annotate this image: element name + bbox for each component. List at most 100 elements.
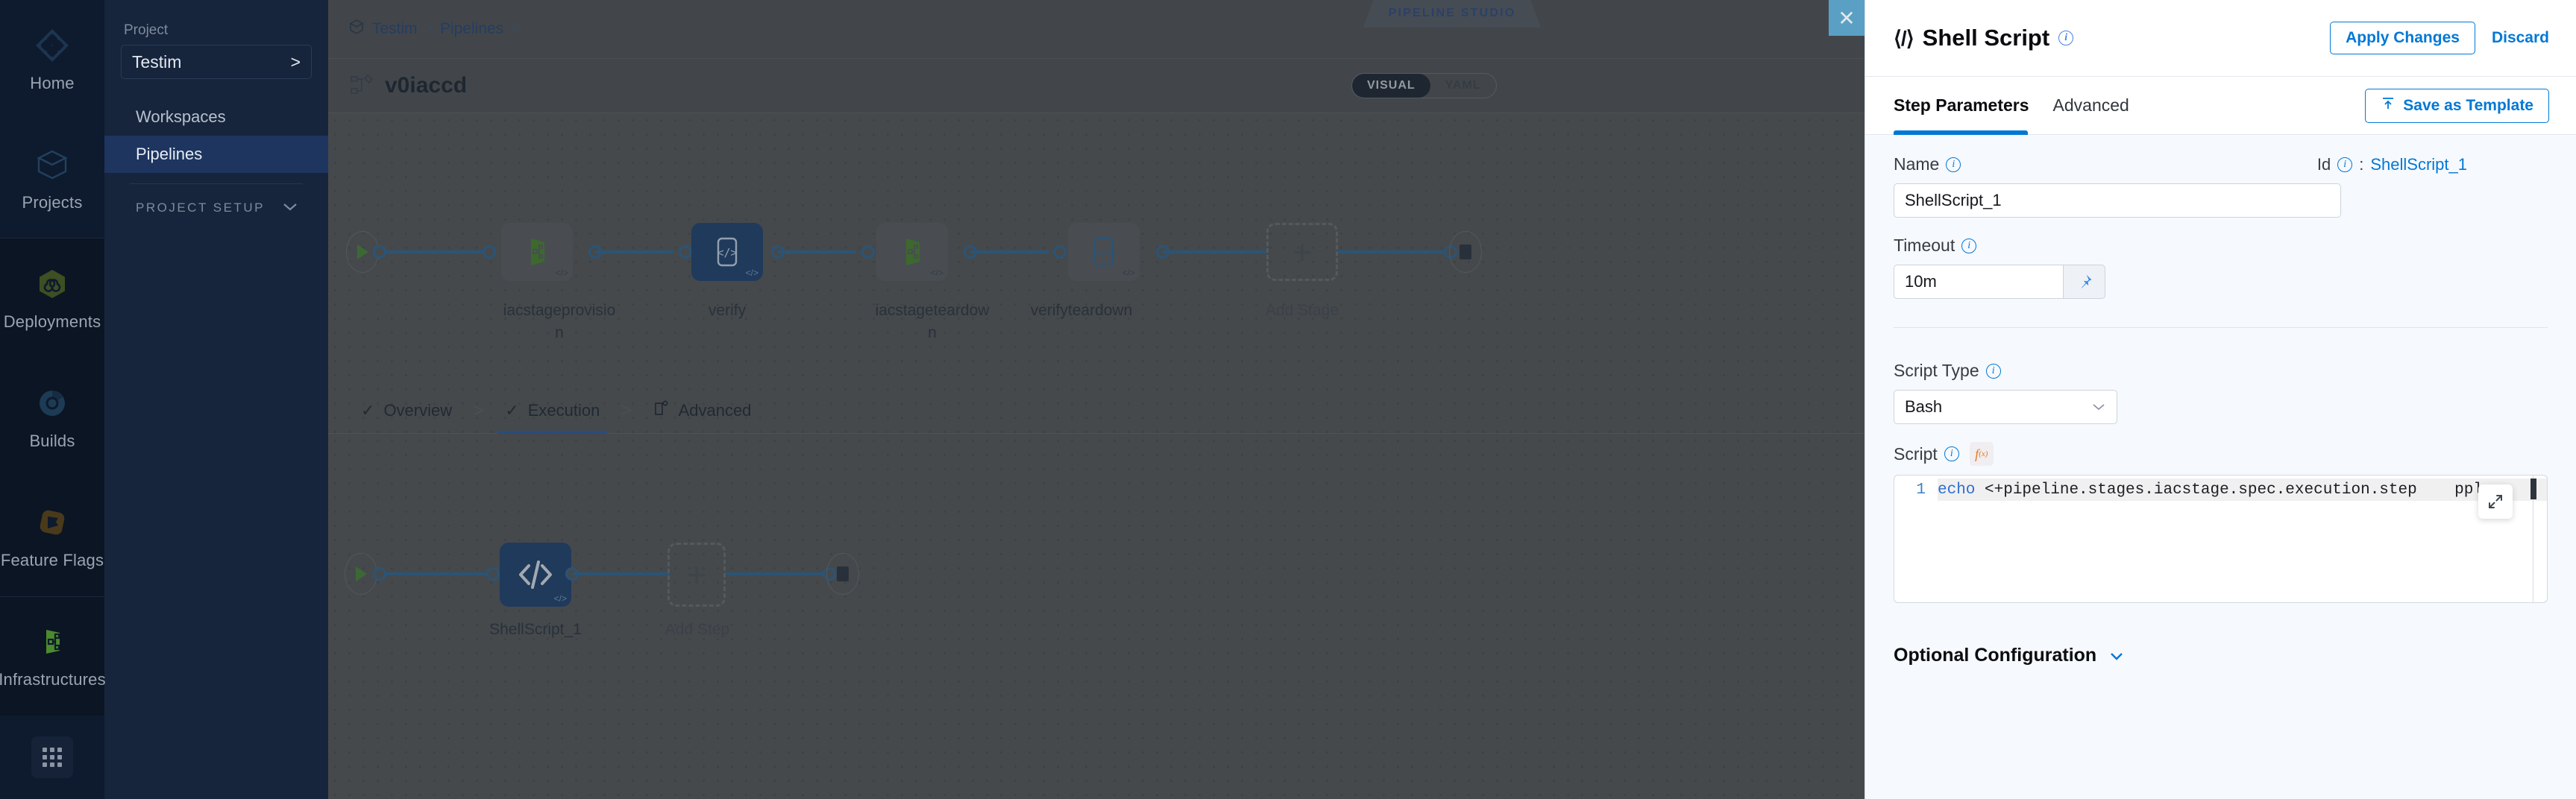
stage-node-iacstageprovision[interactable]: </> xyxy=(501,223,573,281)
pencil-icon[interactable] xyxy=(480,78,497,94)
step-end-node xyxy=(826,553,859,595)
expand-fullscreen-icon[interactable] xyxy=(2478,484,2513,519)
tab-separator-icon: > xyxy=(473,399,485,421)
info-icon-timeout[interactable]: i xyxy=(1961,238,1977,253)
sidebar-divider xyxy=(130,183,303,184)
pipeline-title-bar: v0iaccd VISUAL YAML xyxy=(328,58,2576,113)
rail-item-deployments[interactable]: Deployments xyxy=(0,239,104,359)
step-connector-3 xyxy=(726,572,827,575)
info-icon-script-type[interactable]: i xyxy=(1985,363,2001,379)
panel-title-text: Shell Script xyxy=(1922,25,2050,51)
stage-node-verify[interactable]: </> </> xyxy=(691,223,763,281)
step-connector-2 xyxy=(573,572,670,575)
info-icon-script[interactable]: i xyxy=(1944,446,1959,461)
rail-item-label: Deployments xyxy=(3,312,101,332)
script-label-wrap: Script i xyxy=(1894,444,1959,464)
panel-title: ⟨/⟩ Shell Script i xyxy=(1894,25,2074,51)
view-mode-toggle[interactable]: VISUAL YAML xyxy=(1351,73,1497,98)
tab-label: Step Parameters xyxy=(1894,95,2029,115)
name-row-header: Name i Id i : ShellScript_1 xyxy=(1894,154,2548,174)
stage-type-badge-2: </> xyxy=(745,268,758,278)
chevron-down-icon-optional xyxy=(2108,646,2125,666)
rail-item-label: Feature Flags xyxy=(0,550,104,569)
name-field-group: Name i Id i : ShellScript_1 ShellScript_… xyxy=(1894,154,2548,218)
connector-5 xyxy=(1163,250,1267,253)
view-mode-yaml[interactable]: YAML xyxy=(1445,79,1481,92)
pipeline-studio-tag: PIPELINE STUDIO xyxy=(1363,0,1542,28)
rail-item-home[interactable]: Home xyxy=(0,0,104,119)
project-sidebar: Project Testim > Workspaces Pipelines PR… xyxy=(104,0,328,799)
apply-changes-button[interactable]: Apply Changes xyxy=(2330,22,2475,54)
script-code-editor[interactable]: 1 echo <+pipeline.stages.iacstage.spec.e… xyxy=(1894,475,2548,603)
script-type-label: Script Type xyxy=(1894,361,1979,380)
name-input[interactable]: ShellScript_1 xyxy=(1894,183,2341,218)
pin-icon[interactable] xyxy=(2064,265,2105,299)
tab-label: Overview xyxy=(383,400,453,420)
page-title: v0iaccd xyxy=(385,73,468,98)
step-type-badge: </> xyxy=(553,593,567,604)
port-c xyxy=(679,245,692,259)
rail-item-projects[interactable]: Projects xyxy=(0,119,104,239)
rail-item-label: Builds xyxy=(29,431,75,450)
add-stage-button[interactable]: + xyxy=(1266,223,1338,281)
discard-button[interactable]: Discard xyxy=(2491,29,2549,46)
id-value: ShellScript_1 xyxy=(2370,154,2467,174)
close-icon[interactable]: ✕ xyxy=(1829,0,1865,36)
tab-advanced[interactable]: Advanced xyxy=(637,388,768,434)
step-node-shellscript[interactable]: </> xyxy=(500,543,571,607)
name-label-wrap: Name i xyxy=(1894,154,1961,174)
script-type-select[interactable]: Bash xyxy=(1894,390,2117,424)
project-selector[interactable]: Testim > xyxy=(121,45,312,79)
info-icon-id[interactable]: i xyxy=(2337,157,2353,172)
section-divider xyxy=(1894,327,2548,328)
info-icon-name[interactable]: i xyxy=(1946,157,1961,172)
sidebar-item-label: Pipelines xyxy=(136,145,203,163)
step-connector-1 xyxy=(384,572,492,575)
stage-label-5: Add Stage xyxy=(1265,302,1339,319)
rail-divider-2 xyxy=(0,596,104,597)
tab-execution[interactable]: ✓ Execution xyxy=(489,388,616,434)
feature-flags-icon xyxy=(33,503,72,542)
tab-step-parameters[interactable]: Step Parameters xyxy=(1894,77,2041,135)
breadcrumb-link-pipelines[interactable]: Pipelines xyxy=(439,20,504,37)
id-display: Id i : ShellScript_1 xyxy=(2317,155,2548,174)
project-setup-toggle[interactable]: PROJECT SETUP xyxy=(104,195,328,221)
rail-item-infrastructures[interactable]: Infrastructures xyxy=(0,596,106,716)
breadcrumb-link-testim[interactable]: Testim xyxy=(372,20,418,37)
view-mode-visual[interactable]: VISUAL xyxy=(1352,74,1430,98)
tab-label: Execution xyxy=(527,400,600,420)
port-a xyxy=(483,245,496,259)
deployments-infinity-icon xyxy=(33,265,72,303)
sidebar-item-workspaces[interactable]: Workspaces xyxy=(104,98,328,136)
save-as-template-button[interactable]: Save as Template xyxy=(2365,88,2549,123)
timeout-field-group: Timeout i 10m xyxy=(1894,236,2548,299)
rail-item-builds[interactable]: Builds xyxy=(0,358,104,477)
tab-panel-advanced[interactable]: Advanced xyxy=(2041,77,2141,135)
optional-configuration-toggle[interactable]: Optional Configuration xyxy=(1894,645,2548,666)
check-icon-2: ✓ xyxy=(505,400,519,420)
add-step-button[interactable]: + xyxy=(667,543,726,607)
timeout-input-value: 10m xyxy=(1905,272,1937,291)
script-type-value: Bash xyxy=(1905,397,1943,416)
code-line: 1 echo <+pipeline.stages.iacstage.spec.e… xyxy=(1894,476,2547,504)
projects-box-icon xyxy=(33,145,72,184)
rail-item-feature-flags[interactable]: Feature Flags xyxy=(0,476,104,596)
code-text[interactable]: echo <+pipeline.stages.iacstage.spec.exe… xyxy=(1938,479,2547,501)
grid-apps-icon[interactable] xyxy=(31,736,73,779)
info-icon[interactable]: i xyxy=(2058,31,2074,45)
timeout-label: Timeout xyxy=(1894,236,1955,255)
stage-node-verifyteardown[interactable]: </> </> xyxy=(1068,223,1140,281)
rail-item-label: Infrastructures xyxy=(0,670,106,689)
tab-overview[interactable]: ✓ Overview xyxy=(345,388,468,434)
breadcrumb-separator-2: > xyxy=(510,20,520,37)
editor-scrollbar[interactable] xyxy=(2531,479,2536,499)
panel-tabs: Step Parameters Advanced Save as Templat… xyxy=(1865,77,2576,135)
fx-icon[interactable]: f(x) xyxy=(1969,442,1994,466)
pipeline-graph-icon xyxy=(349,73,374,98)
sidebar-item-pipelines[interactable]: Pipelines xyxy=(104,136,328,173)
sidebar-item-label: Workspaces xyxy=(136,107,226,126)
timeout-input[interactable]: 10m xyxy=(1894,265,2064,299)
stage-label-3: iacstageteardown xyxy=(875,302,990,342)
step-label-2: Add Step xyxy=(665,621,730,638)
stage-node-iacstageteardown[interactable]: </> xyxy=(876,223,948,281)
